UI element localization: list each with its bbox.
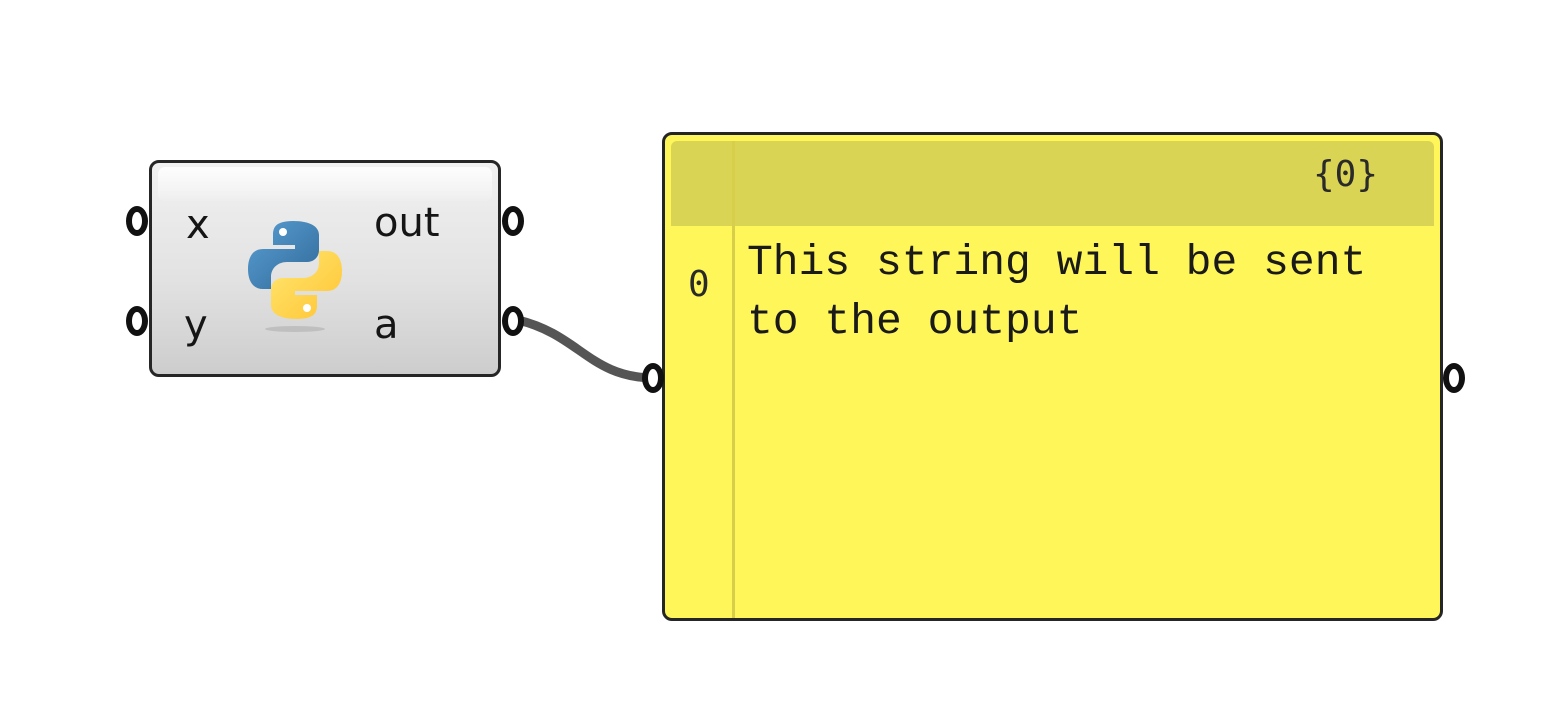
- panel-component[interactable]: {0} 0 This string will be sent to the ou…: [662, 132, 1443, 621]
- input-y-grip[interactable]: [126, 306, 148, 336]
- panel-output-grip[interactable]: [1443, 363, 1465, 393]
- input-x-label[interactable]: x: [186, 202, 210, 248]
- panel-branch-path: {0}: [1312, 154, 1378, 195]
- output-a-label[interactable]: a: [374, 302, 399, 348]
- component-gloss: [158, 167, 492, 201]
- python-script-component[interactable]: x y out a: [149, 160, 501, 377]
- panel-input-grip[interactable]: [642, 363, 664, 393]
- python-logo-icon: [248, 221, 342, 332]
- input-x-grip[interactable]: [126, 206, 148, 236]
- input-y-label[interactable]: y: [184, 302, 208, 348]
- output-out-grip[interactable]: [502, 206, 524, 236]
- output-a-grip[interactable]: [502, 306, 524, 336]
- panel-item-index: 0: [688, 264, 710, 305]
- panel-index-divider: [732, 141, 735, 618]
- panel-item-text[interactable]: This string will be sent to the output: [747, 238, 1393, 346]
- panel-header: [671, 141, 1434, 226]
- output-out-label[interactable]: out: [374, 200, 440, 246]
